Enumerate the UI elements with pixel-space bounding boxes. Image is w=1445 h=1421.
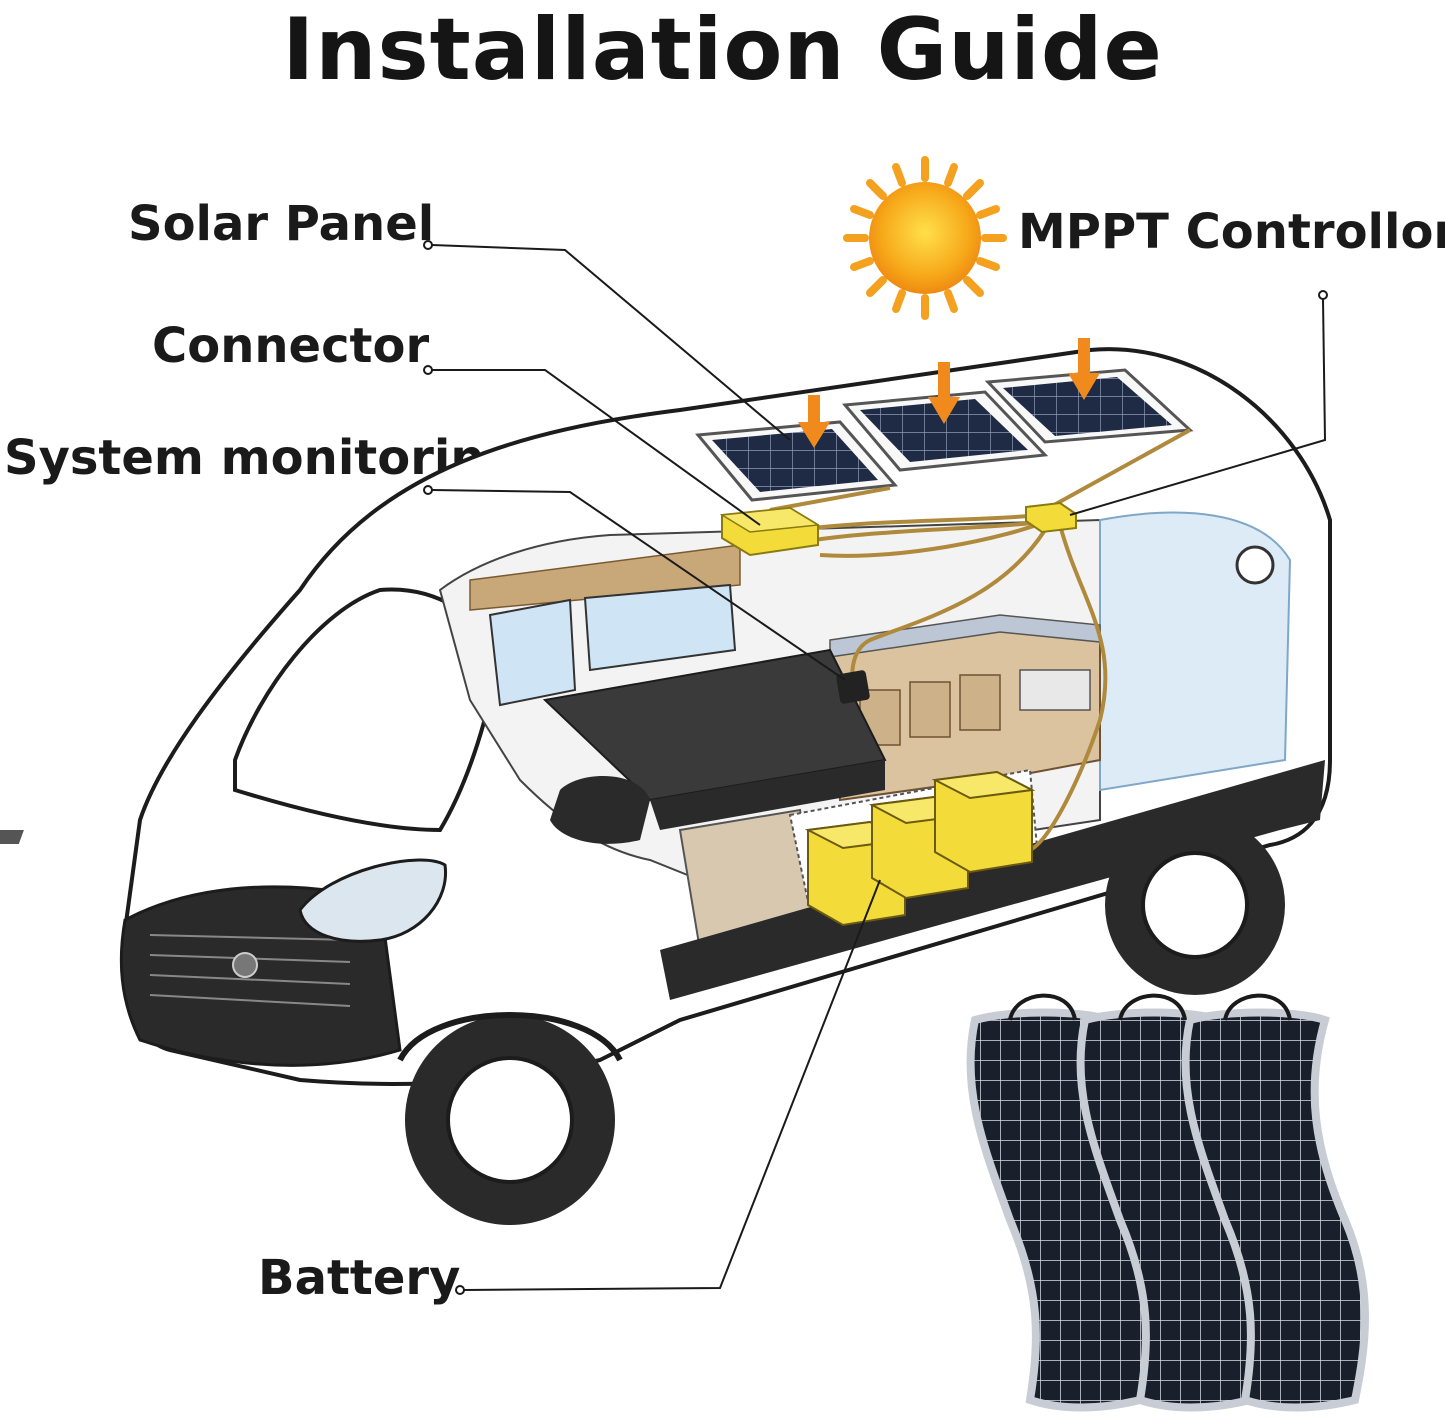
connector-box xyxy=(719,506,821,557)
flexible-solar-panels xyxy=(966,993,1369,1412)
label-battery: Battery xyxy=(258,1250,461,1306)
front-wheel xyxy=(405,1015,615,1225)
wiring-cables xyxy=(769,428,1191,852)
mppt-controller-box xyxy=(1025,501,1077,534)
system-monitor-device xyxy=(836,670,870,704)
roof-solar-panels xyxy=(695,368,1194,502)
label-solar-panel: Solar Panel xyxy=(128,196,435,252)
page-title: Installation Guide xyxy=(282,0,1163,100)
sun-icon xyxy=(843,156,1007,320)
leader-lines xyxy=(423,240,1328,1295)
rear-wheel xyxy=(1105,815,1285,995)
label-mppt-controller: MPPT Controllor xyxy=(1018,204,1445,260)
battery-bank xyxy=(804,770,1036,927)
label-connector: Connector xyxy=(152,318,430,374)
arrow-down-icon xyxy=(798,338,1100,448)
